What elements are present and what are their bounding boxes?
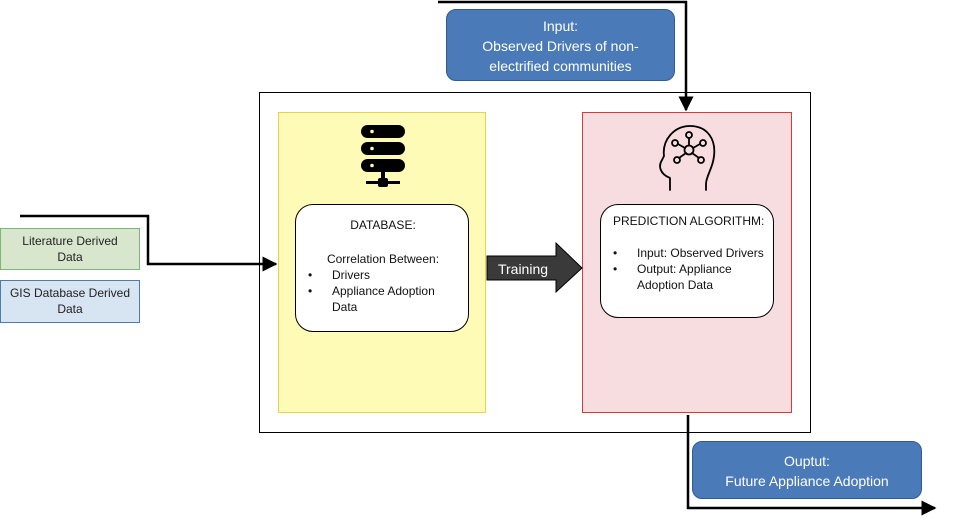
database-title: DATABASE: [350,218,416,232]
output-line-1: Future Appliance Adoption [725,473,889,489]
input-heading: Input: [542,18,579,34]
literature-line-2: Data [57,250,83,264]
input-line-2: electrified communities [489,58,632,74]
literature-data-box: Literature Derived Data [0,228,140,270]
database-card: DATABASE: Correlation Between: Drivers A… [295,204,469,332]
database-item-drivers: Drivers [308,267,458,283]
input-line-1: Observed Drivers of non- [482,38,639,54]
input-box: Input: Observed Drivers of non- electrif… [446,9,675,81]
database-item-adoption: Appliance Adoption Data [308,283,458,315]
prediction-item-input: Input: Observed Drivers [613,245,765,261]
prediction-title: PREDICTION ALGORITHM: [613,214,765,228]
training-label: Training [497,261,549,277]
output-connector [686,415,937,516]
gis-line-2: Data [57,302,83,316]
database-subtitle: Correlation Between: [326,252,440,266]
output-box: Ouptut: Future Appliance Adoption [692,441,922,499]
prediction-card: PREDICTION ALGORITHM: Input: Observed Dr… [600,204,774,318]
ai-head-network-icon [659,125,716,191]
input-connector [438,0,694,112]
training-arrow [486,241,583,294]
prediction-item-output: Output: Appliance Adoption Data [613,261,765,293]
gis-data-box: GIS Database Derived Data [0,280,140,323]
gis-line-1: GIS Database Derived [9,286,131,300]
output-heading: Ouptut: [784,453,830,469]
literature-line-1: Literature Derived [22,234,118,248]
database-list: Drivers Appliance Adoption Data [308,267,458,315]
database-server-icon [361,125,405,187]
source-connector [20,214,278,272]
prediction-list: Input: Observed Drivers Output: Applianc… [613,245,765,293]
